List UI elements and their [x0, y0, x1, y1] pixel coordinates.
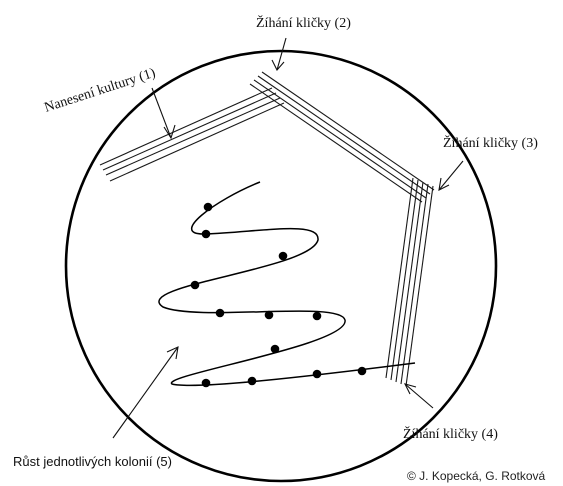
pointer-3	[438, 160, 464, 191]
streak-zone-2	[249, 71, 435, 203]
colony	[312, 311, 322, 321]
colony	[190, 280, 200, 290]
colony	[278, 251, 288, 261]
colony	[203, 202, 213, 212]
label-flame-3: Žíhání kličky (3)	[443, 134, 538, 151]
colony	[270, 344, 280, 354]
credit: © J. Kopecká, G. Rotková	[407, 469, 546, 483]
colonies	[190, 202, 367, 388]
streak-zone-1	[99, 87, 285, 182]
colony	[264, 310, 274, 320]
label-flame-4: Žíhání kličky (4)	[403, 425, 498, 442]
label-colony-growth: Růst jednotlivých kolonií (5)	[13, 454, 172, 469]
arrowhead-2	[271, 59, 285, 71]
pointer-1	[151, 87, 172, 139]
arrowhead-4	[403, 383, 417, 395]
colony	[201, 378, 211, 388]
streak-zone-3	[385, 177, 434, 387]
colony	[247, 376, 257, 386]
colony	[312, 369, 322, 379]
arrowhead-1	[163, 124, 176, 140]
colony	[215, 308, 225, 318]
arrowhead-3	[438, 177, 450, 191]
label-inoculation: Nanesení kultury (1)	[43, 66, 158, 116]
label-flame-2: Žíhání kličky (2)	[256, 14, 351, 31]
streak-zone-4-curve	[158, 181, 416, 387]
label-pointers	[112, 37, 464, 439]
pointer-4	[404, 383, 434, 409]
colony	[357, 366, 367, 376]
pointer-5	[112, 346, 179, 439]
pointer-2	[276, 37, 287, 71]
colony	[201, 229, 211, 239]
arrowhead-5	[166, 346, 179, 360]
petri-dish	[64, 49, 498, 483]
